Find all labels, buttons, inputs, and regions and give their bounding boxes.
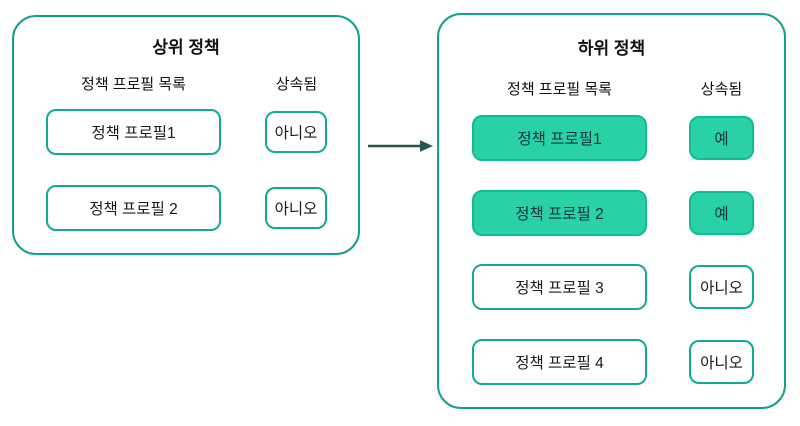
child-policy-row: 정책 프로필1 예	[439, 115, 784, 161]
parent-policy-box: 상위 정책 정책 프로필 목록 상속됨 정책 프로필1 아니오 정책 프로필 2…	[12, 15, 360, 255]
parent-policy-row: 정책 프로필1 아니오	[14, 109, 358, 155]
inherited-badge: 아니오	[265, 187, 327, 229]
child-policy-row: 정책 프로필 2 예	[439, 190, 784, 236]
policy-profile-pill: 정책 프로필1	[472, 115, 647, 161]
policy-profile-pill: 정책 프로필 2	[472, 190, 647, 236]
child-policy-row: 정책 프로필 3 아니오	[439, 264, 784, 310]
policy-profile-pill: 정책 프로필1	[46, 109, 221, 155]
inherited-badge: 예	[689, 116, 754, 160]
child-policy-box: 하위 정책 정책 프로필 목록 상속됨 정책 프로필1 예 정책 프로필 2 예…	[437, 13, 786, 409]
parent-inherited-column-header: 상속됨	[275, 76, 318, 93]
parent-policy-row: 정책 프로필 2 아니오	[14, 185, 358, 231]
arrow-right-icon	[368, 140, 433, 152]
inherited-badge: 아니오	[689, 265, 754, 309]
inherited-badge: 아니오	[265, 111, 327, 153]
inherited-badge: 예	[689, 191, 754, 235]
child-policy-title: 하위 정책	[577, 39, 646, 58]
policy-profile-pill: 정책 프로필 3	[472, 264, 647, 310]
parent-profiles-column-header: 정책 프로필 목록	[81, 76, 186, 93]
parent-policy-title: 상위 정책	[152, 38, 220, 57]
child-profiles-column-header: 정책 프로필 목록	[507, 81, 612, 98]
inherited-badge: 아니오	[689, 340, 754, 384]
policy-profile-pill: 정책 프로필 4	[472, 339, 647, 385]
child-policy-row: 정책 프로필 4 아니오	[439, 339, 784, 385]
child-inherited-column-header: 상속됨	[700, 81, 743, 98]
policy-profile-pill: 정책 프로필 2	[46, 185, 221, 231]
